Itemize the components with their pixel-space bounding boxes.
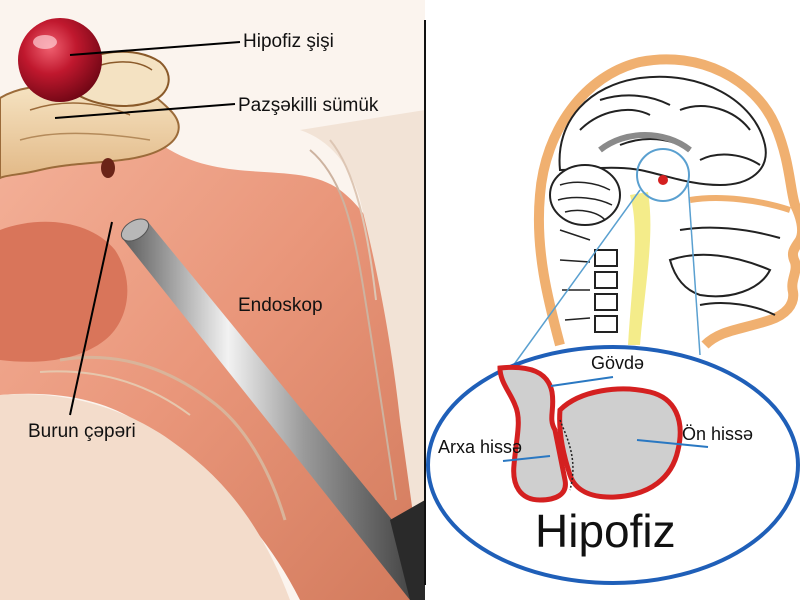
pituitary-gland-shape xyxy=(497,364,683,503)
label-anterior-lobe: Ön hissə xyxy=(682,424,754,444)
left-panel-illustration xyxy=(0,0,425,600)
endoscope-rod xyxy=(120,218,425,600)
tumor-shape xyxy=(18,18,102,102)
label-stalk: Gövdə xyxy=(591,353,645,373)
label-pituitary-tumor: Hipofiz şişi xyxy=(243,31,334,52)
label-endoscope: Endoskop xyxy=(238,295,323,316)
label-nasal-septum: Burun çəpəri xyxy=(28,421,136,442)
diagram-title: Hipofiz xyxy=(535,505,676,557)
right-panel-illustration xyxy=(426,54,800,585)
label-sphenoid-bone: Pazşəkilli sümük xyxy=(238,95,379,116)
label-posterior-lobe: Arxa hissə xyxy=(438,437,523,457)
